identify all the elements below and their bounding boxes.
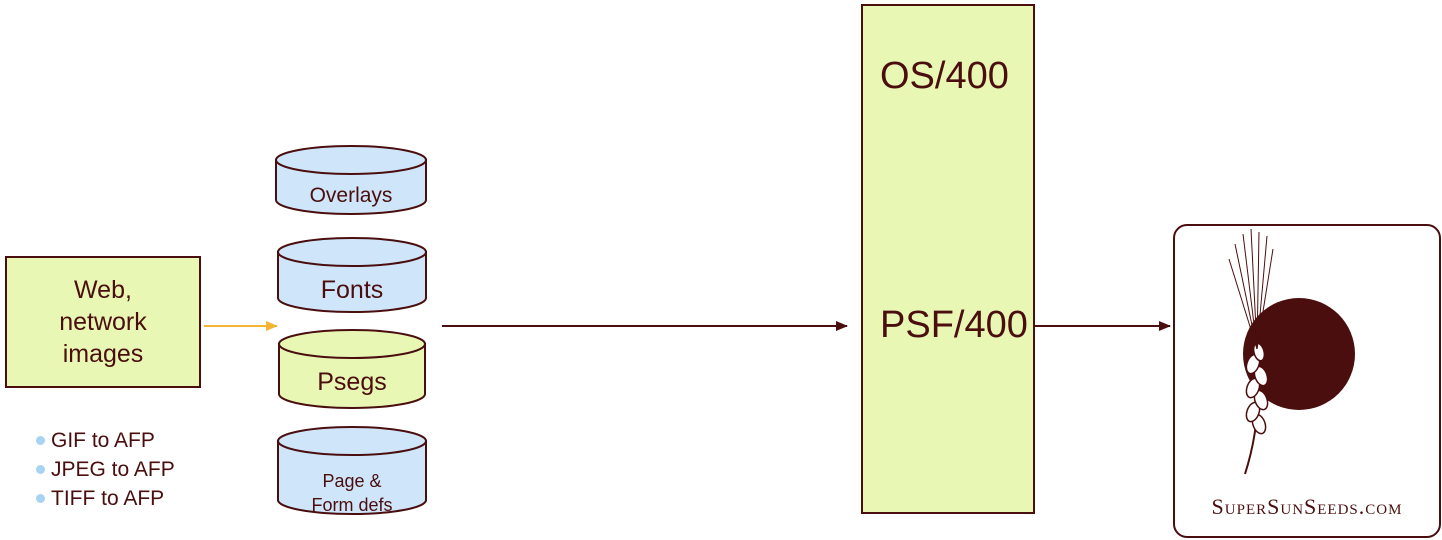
conversion-list: GIF to AFP JPEG to AFP TIFF to AFP xyxy=(36,426,175,513)
source-line-2: network xyxy=(59,308,147,336)
source-line-3: images xyxy=(62,340,144,368)
bullet-icon xyxy=(36,465,45,474)
fonts-label: Fonts xyxy=(320,276,384,304)
fonts-cylinder xyxy=(277,237,427,313)
os400-box xyxy=(861,4,1035,514)
wheat-sun-logo xyxy=(1228,228,1355,475)
os400-label: OS/400 xyxy=(880,55,1009,97)
list-item: GIF to AFP xyxy=(36,426,175,455)
logo-wordmark: SuperSunSeeds.com xyxy=(1173,494,1441,520)
overlays-cylinder xyxy=(275,145,427,215)
source-box: Web, network images xyxy=(5,256,201,388)
psf400-label: PSF/400 xyxy=(880,304,1028,346)
bullet-icon xyxy=(36,494,45,503)
pagedefs-cylinder xyxy=(277,426,427,515)
pagedefs-label-line2: Form defs xyxy=(311,495,393,515)
psegs-cylinder xyxy=(278,329,426,409)
logo-text: SuperSunSeeds.com xyxy=(1211,494,1403,519)
psegs-label: Psegs xyxy=(317,368,387,396)
conversion-label: JPEG to AFP xyxy=(51,458,175,481)
source-line-1: Web, xyxy=(74,276,132,304)
list-item: TIFF to AFP xyxy=(36,484,175,513)
pagedefs-label-line1: Page & xyxy=(322,471,382,491)
conversion-label: TIFF to AFP xyxy=(51,487,165,510)
pagedefs-label: Page & Form defs xyxy=(278,469,426,517)
conversion-label: GIF to AFP xyxy=(51,429,155,452)
bullet-icon xyxy=(36,436,45,445)
overlays-label: Overlays xyxy=(309,184,393,207)
list-item: JPEG to AFP xyxy=(36,455,175,484)
